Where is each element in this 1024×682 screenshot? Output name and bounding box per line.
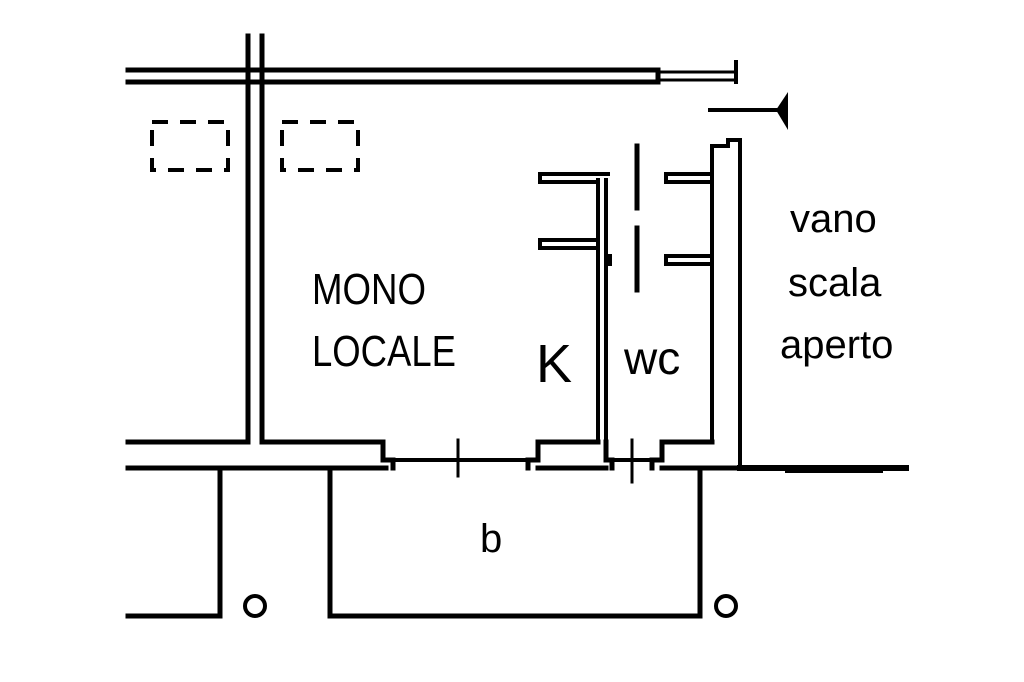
facade-wall <box>125 438 743 484</box>
stairwell-label-line3: aperto <box>780 323 893 367</box>
landing-wall <box>737 465 909 473</box>
top-wall <box>125 60 738 85</box>
column-circle-icon <box>714 594 738 618</box>
dashed-fixture-right <box>280 120 360 172</box>
entrance-arrow-icon <box>708 92 788 130</box>
kitchen-label: K <box>536 334 572 394</box>
party-wall <box>245 33 265 445</box>
balcony-railing <box>125 465 703 619</box>
walls <box>125 33 909 619</box>
kitchen-bath-partition <box>538 172 612 444</box>
studio-label-line1: MONO <box>312 265 426 314</box>
stair-wall <box>664 138 742 470</box>
bathroom-label: wc <box>623 332 680 384</box>
studio-label-line2: LOCALE <box>312 327 456 376</box>
balcony-label: b <box>480 517 502 561</box>
stairwell-label-line1: vano <box>790 197 877 241</box>
column-circle-icon <box>243 594 267 618</box>
stairwell-label-line2: scala <box>788 261 882 305</box>
dashed-fixtures <box>150 120 360 172</box>
dashed-fixture-left <box>150 120 230 172</box>
